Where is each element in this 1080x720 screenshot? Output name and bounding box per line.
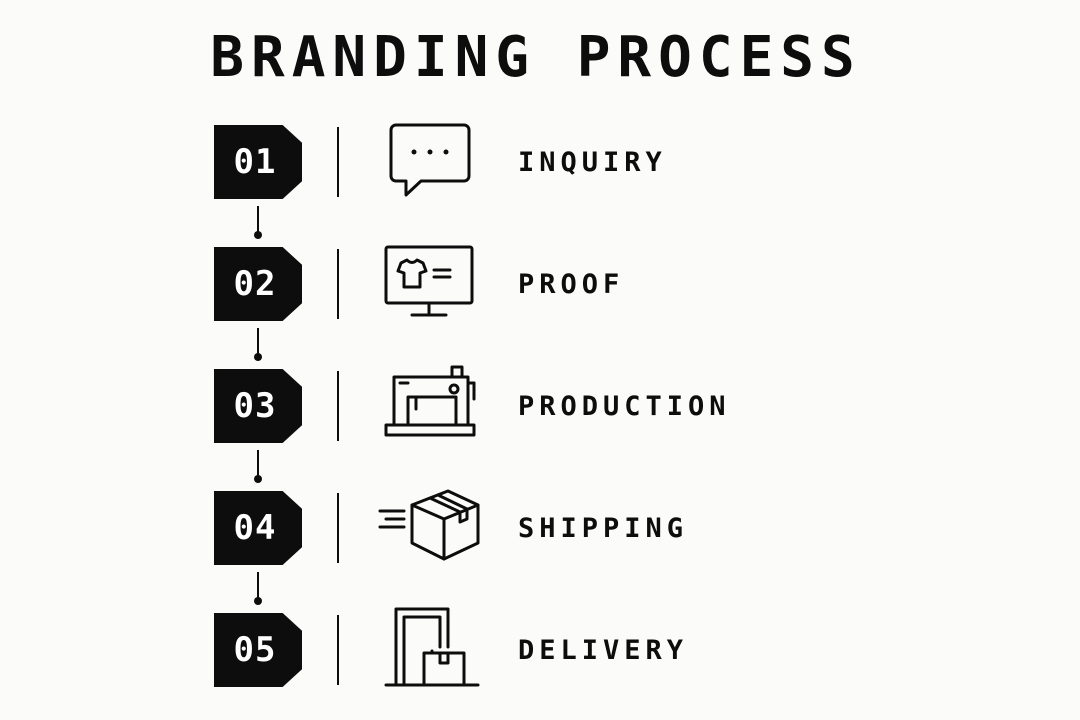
step-number: 01 (233, 142, 277, 182)
process-step-5: 05 DELIVERY (0, 607, 1080, 689)
step-number-badge: 02 (214, 247, 302, 321)
step-connector (257, 206, 259, 238)
moving-box-icon (374, 485, 486, 573)
step-number-badge: 01 (214, 125, 302, 199)
step-number-badge: 05 (214, 613, 302, 687)
step-number-badge: 04 (214, 491, 302, 565)
process-step-1: 01 INQUIRY (0, 123, 1080, 201)
step-divider (337, 371, 339, 441)
step-divider (337, 615, 339, 685)
step-number-badge: 03 (214, 369, 302, 443)
step-label: SHIPPING (518, 513, 689, 544)
process-step-3: 03 PRODUCTION (0, 365, 1080, 445)
connector-dot (254, 597, 262, 605)
connector-dot (254, 231, 262, 239)
step-divider (337, 493, 339, 563)
connector-dot (254, 475, 262, 483)
step-label: DELIVERY (518, 635, 689, 666)
page-title: BRANDING PROCESS (210, 25, 862, 90)
step-number: 05 (233, 630, 277, 670)
process-step-2: 02 PROOF (0, 245, 1080, 323)
monitor-tshirt-icon (374, 241, 486, 329)
step-label: PRODUCTION (518, 391, 731, 422)
step-label: PROOF (518, 269, 625, 300)
step-connector (257, 328, 259, 360)
step-connector (257, 572, 259, 604)
chat-bubble-icon (374, 119, 486, 207)
step-divider (337, 127, 339, 197)
connector-dot (254, 353, 262, 361)
step-label: INQUIRY (518, 147, 667, 178)
step-number: 02 (233, 264, 277, 304)
step-number: 04 (233, 508, 277, 548)
process-step-4: 04 SHIPPING (0, 489, 1080, 567)
step-number: 03 (233, 386, 277, 426)
step-divider (337, 249, 339, 319)
door-package-icon (374, 607, 486, 695)
step-connector (257, 450, 259, 482)
sewing-machine-icon (374, 363, 486, 451)
